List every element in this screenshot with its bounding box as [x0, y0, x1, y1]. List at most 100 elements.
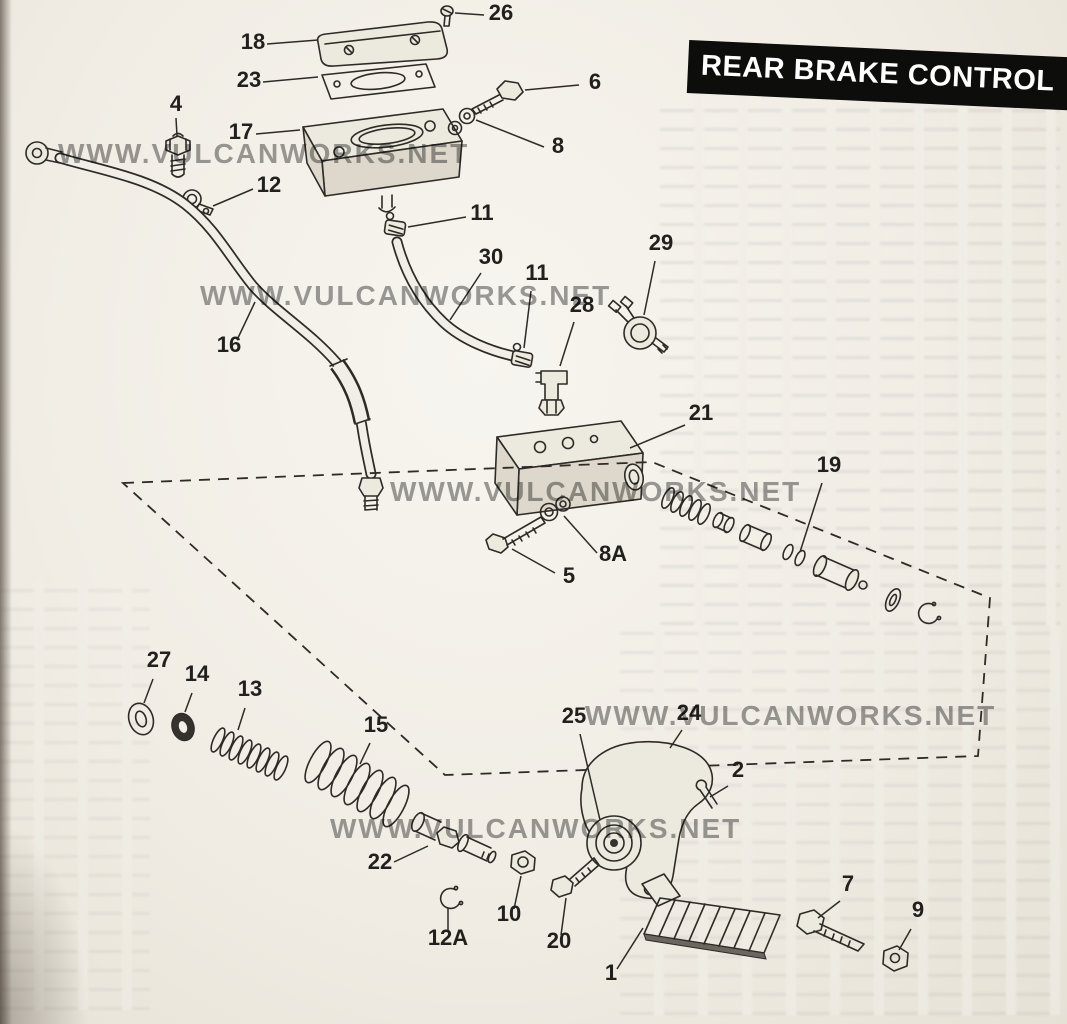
callout-label: 25: [562, 703, 586, 728]
callout-label: 8A: [599, 541, 627, 566]
callout-label: 17: [229, 119, 253, 144]
kit-boundary-dashed: [120, 461, 991, 776]
part-8a-washer-nut: [539, 496, 571, 522]
leader-line: [616, 927, 644, 970]
part-17-master-cylinder-reservoir: [302, 108, 463, 213]
part-11-clamp-a: [383, 211, 407, 237]
part-21-junction-block: [494, 420, 645, 516]
leader-line: [817, 900, 841, 919]
callout-28: 28: [559, 292, 594, 367]
callout-label: 13: [238, 676, 262, 701]
leader-line: [184, 692, 193, 713]
leader-line: [523, 290, 532, 349]
callout-5: 5: [511, 548, 575, 588]
leader-line: [579, 733, 601, 821]
leader-line: [799, 482, 823, 553]
callout-16: 16: [217, 301, 256, 357]
part-27-washer: [127, 702, 155, 736]
callout-9: 9: [898, 897, 924, 951]
callout-14: 14: [184, 661, 210, 713]
page-edge-shadow: [0, 0, 12, 1024]
callout-23: 23: [237, 67, 319, 92]
callout-label: 11: [470, 200, 493, 225]
callout-label: 30: [479, 244, 503, 269]
callout-label: 4: [170, 91, 183, 116]
part-18-cover-plate: [316, 21, 449, 67]
leader-line: [255, 129, 301, 135]
kit-valve-assembly: [812, 555, 868, 591]
part-5-bolt: [485, 516, 546, 554]
callout-18: 18: [241, 29, 319, 54]
callout-11: 11: [407, 200, 494, 228]
part-23-gasket: [321, 63, 436, 100]
part-26-cover-screw: [440, 5, 454, 27]
leader-line: [212, 188, 254, 207]
part-30-hose: [391, 236, 524, 363]
leader-line: [454, 12, 485, 16]
callout-label: 16: [217, 332, 241, 357]
leader-line: [143, 678, 154, 704]
callout-1: 1: [605, 927, 644, 985]
part-12a-retaining-ring: [439, 885, 464, 910]
callout-label: 23: [237, 67, 261, 92]
leader-line: [559, 321, 575, 367]
callout-label: 7: [842, 871, 854, 896]
leader-line: [262, 76, 319, 83]
callout-11: 11: [523, 260, 549, 349]
callout-layer: 26 18 23 4 17 68 12 11 30 11 29 28 16 21 1 9 8A 5 27 14 13 15…: [143, 0, 924, 985]
callout-label: 12: [257, 172, 281, 197]
callout-label: 24: [677, 700, 702, 725]
part-11-clamp-b: [510, 342, 534, 368]
part-29-stoplight-switch: [607, 295, 669, 354]
leader-line: [236, 301, 256, 341]
part-1-brake-pedal: [641, 873, 781, 960]
callout-4: 4: [170, 91, 183, 137]
kit-cup: [712, 511, 735, 534]
callout-6: 6: [524, 69, 601, 94]
callout-label: 29: [649, 230, 673, 255]
kit-washer-large: [884, 588, 902, 612]
corner-shadow: [0, 824, 90, 1024]
part-20-bolt: [550, 857, 600, 898]
kit-snap-ring: [917, 601, 942, 625]
part-7-bolt: [796, 909, 865, 952]
callout-27: 27: [143, 647, 171, 704]
callout-label: 26: [489, 0, 513, 25]
kit-piston: [738, 523, 773, 552]
part-8-washers: [447, 107, 476, 136]
callout-7: 7: [817, 871, 854, 919]
callout-21: 21: [629, 400, 713, 449]
leader-line: [563, 515, 598, 554]
callout-label: 6: [589, 69, 601, 94]
callout-label: 28: [570, 292, 594, 317]
callout-label: 27: [147, 647, 171, 672]
leader-line: [629, 424, 686, 449]
leader-line: [237, 707, 246, 731]
part-13-spring: [210, 727, 289, 781]
callout-label: 9: [912, 897, 924, 922]
callout-label: 10: [497, 901, 521, 926]
leader-line: [175, 117, 178, 137]
callout-12: 12: [212, 172, 281, 207]
part-15-spring: [304, 740, 410, 828]
callout-22: 22: [368, 845, 429, 874]
part-28-elbow-fitting: [535, 370, 568, 416]
leader-line: [524, 84, 580, 91]
part-10-nut: [510, 850, 536, 875]
leader-line: [359, 742, 371, 765]
leader-line: [513, 875, 522, 910]
leader-line: [643, 260, 656, 316]
leader-line: [898, 928, 912, 951]
callout-8: 8: [475, 119, 564, 158]
part-22-pushrod: [411, 811, 497, 864]
leader-line: [475, 119, 545, 148]
callout-26: 26: [454, 0, 513, 25]
callout-label: 20: [547, 928, 571, 953]
callout-label: 14: [185, 661, 210, 686]
leader-line: [709, 785, 729, 798]
callout-15: 15: [359, 712, 388, 765]
callout-25: 25: [562, 703, 601, 821]
callout-label: 21: [689, 400, 713, 425]
callout-label: 22: [368, 849, 392, 874]
leader-line: [669, 729, 683, 749]
